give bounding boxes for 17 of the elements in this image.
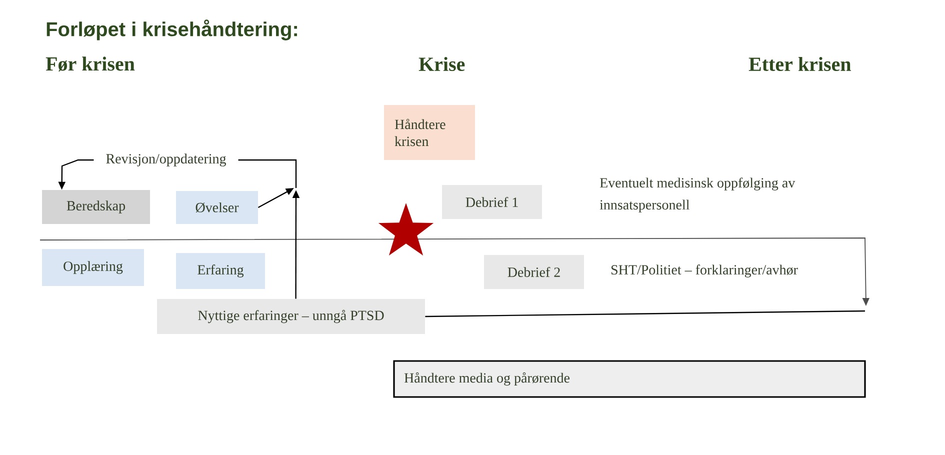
process-box: Håndtere krisen — [384, 105, 475, 160]
process-box: Beredskap — [42, 190, 150, 224]
section-heading: Etter krisen — [748, 56, 851, 72]
title: Forløpet i krisehåndtering: — [46, 20, 297, 40]
note-text: Eventuelt medisinsk oppfølging av innsatspersonell — [600, 178, 796, 212]
edge-label: Revisjon/oppdatering — [94, 150, 238, 170]
process-box: Erfaring — [176, 253, 265, 289]
process-box: Debrief 2 — [484, 255, 584, 289]
star-shape — [378, 203, 434, 256]
process-box: Nyttige erfaringer – unngå PTSD — [157, 299, 425, 334]
process-box: Debrief 1 — [442, 185, 542, 219]
note-text: SHT/Politiet – forklaringer/avhør — [611, 264, 798, 278]
section-heading: Krise — [418, 56, 465, 72]
section-heading: Før krisen — [46, 56, 135, 72]
process-box: Håndtere media og pårørende — [393, 360, 866, 398]
process-box: Opplæring — [42, 249, 144, 286]
process-box: Øvelser — [176, 191, 258, 224]
